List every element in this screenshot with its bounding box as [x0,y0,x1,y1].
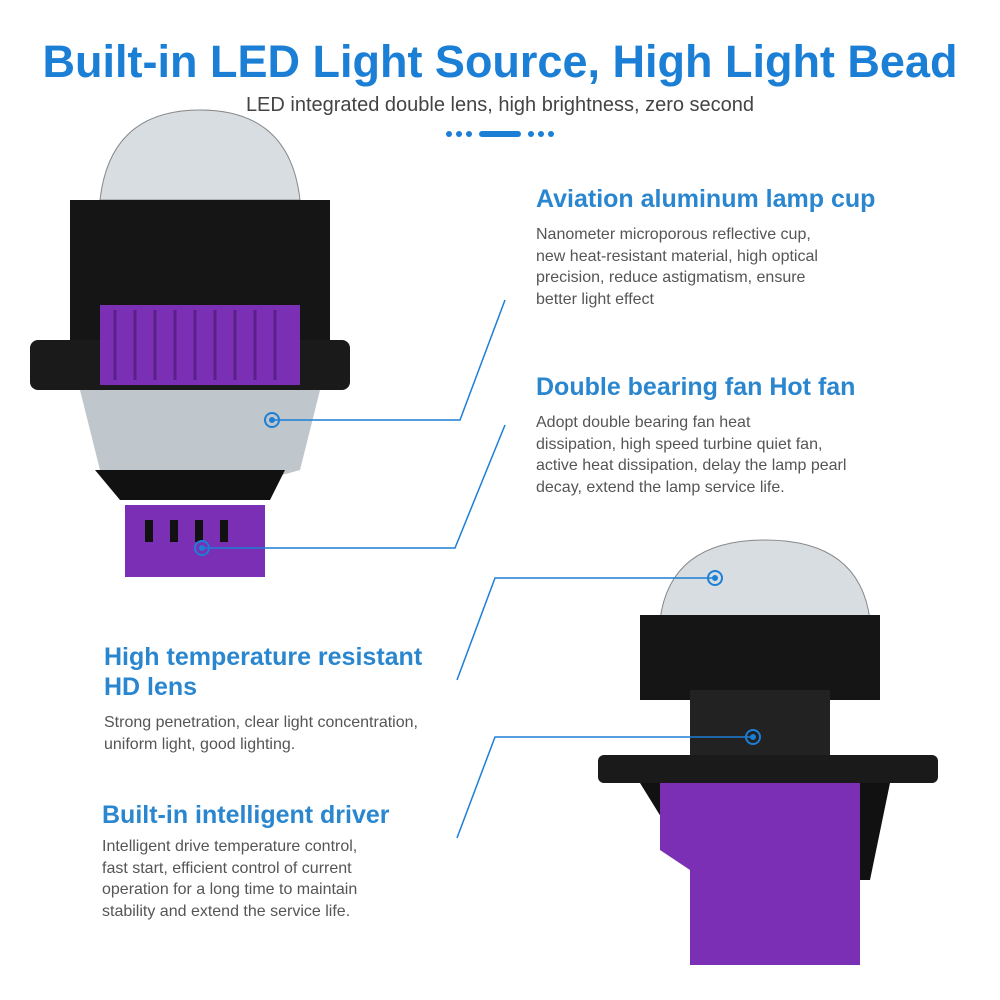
feature-lamp-cup: Aviation aluminum lamp cup Nanometer mic… [536,184,875,310]
feature-fan: Double bearing fan Hot fan Adopt double … [536,372,855,498]
callout-lines [202,299,753,839]
feature-text: uniform light, good lighting. [104,735,296,753]
feature-text: Strong penetration, clear light concentr… [104,714,418,731]
feature-text: Intelligent drive temperature control, [102,838,358,855]
feature-text: stability and extend the service life. [102,902,351,920]
headlight-lamp-front [30,109,350,577]
feature-text: active heat dissipation, delay the lamp … [536,457,847,474]
feature-text: Nanometer microporous reflective cup, [536,226,811,243]
feature-text: new heat-resistant material, high optica… [536,247,818,265]
feature-text: fast start, efficient control of current [102,859,352,877]
feature-text: operation for a long time to maintain [102,881,358,898]
callout-markers [194,412,761,745]
feature-title: Aviation aluminum lamp cup [536,185,876,213]
feature-text: decay, extend the lamp service life. [536,478,785,496]
feature-driver: Built-in intelligent driver Intelligent … [102,800,390,922]
feature-text: precision, reduce astigmatism, ensure [536,269,806,286]
feature-title: Double bearing fan Hot fan [536,373,856,401]
feature-text: Adopt double bearing fan heat [536,414,751,431]
page-subtitle: LED integrated double lens, high brightn… [245,94,755,116]
page-title: Built-in LED Light Source, High Light Be… [42,36,958,87]
feature-text: better light effect [536,290,654,308]
headlight-lamp-rear [598,539,938,965]
feature-title: HD lens [104,673,198,701]
feature-text: dissipation, high speed turbine quiet fa… [536,435,823,453]
divider-dots [446,131,554,137]
feature-title: Built-in intelligent driver [102,801,390,829]
feature-title: High temperature resistant [104,643,423,671]
feature-hd-lens: High temperature resistant HD lens Stron… [104,642,422,755]
